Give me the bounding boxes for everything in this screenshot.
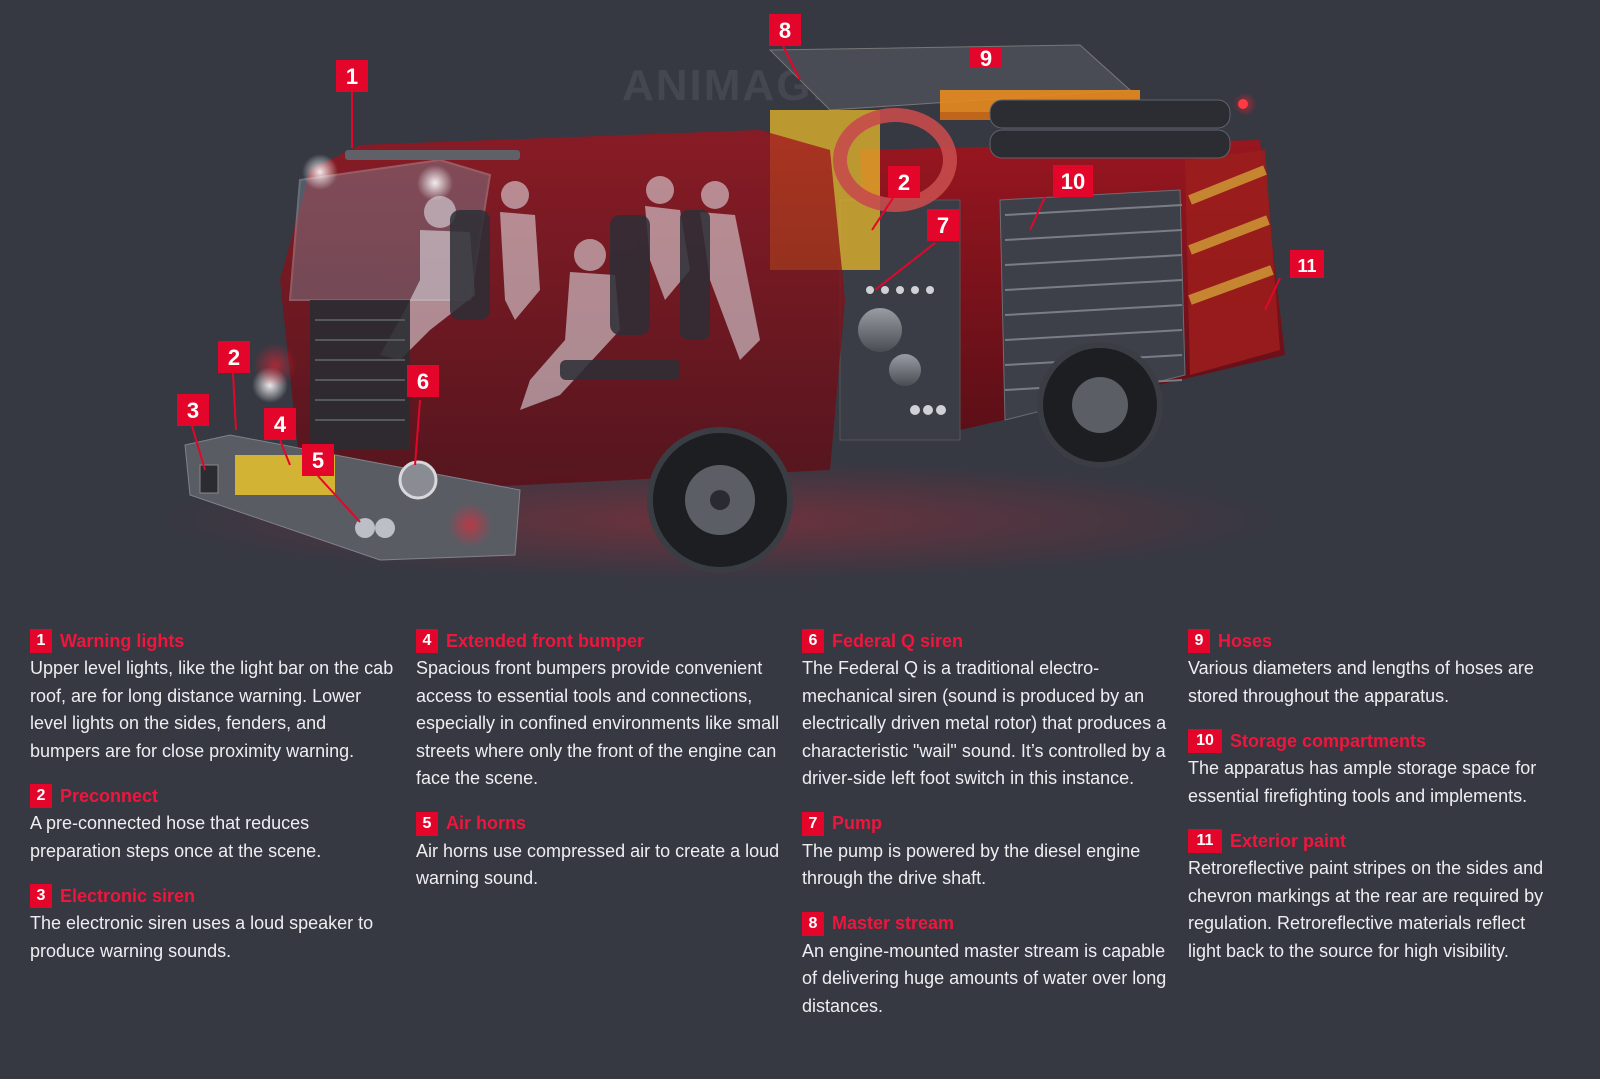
number-badge: 2 — [30, 784, 52, 808]
legend: 1 Warning lights Upper level lights, lik… — [30, 628, 1575, 1038]
seats — [450, 210, 710, 380]
marker-8[interactable]: 8 — [769, 14, 801, 46]
svg-text:2: 2 — [228, 345, 240, 370]
legend-item-text: Upper level lights, like the light bar o… — [30, 658, 394, 761]
svg-text:4: 4 — [274, 412, 287, 437]
svg-text:10: 10 — [1061, 169, 1085, 194]
svg-text:3: 3 — [187, 398, 199, 423]
marker-11[interactable]: 11 — [1290, 250, 1324, 278]
svg-text:1: 1 — [346, 64, 358, 89]
legend-item-title: Extended front bumper — [446, 630, 645, 651]
number-badge: 1 — [30, 629, 52, 653]
rear-body — [860, 140, 1285, 440]
crew-silhouettes — [380, 176, 760, 410]
marker-5[interactable]: 5 — [302, 444, 334, 476]
fire-engine-cutaway: ANIMAGRAFFS — [160, 14, 1324, 580]
marker-10[interactable]: 10 — [1053, 165, 1093, 197]
legend-item-title: Federal Q siren — [832, 630, 964, 651]
marker-4[interactable]: 4 — [264, 408, 296, 440]
legend-item-text: A pre-connected hose that reduces prepar… — [30, 813, 322, 861]
legend-item-federal-q-siren: 6 Federal Q siren The Federal Q is a tra… — [802, 628, 1170, 793]
legend-item-title: Storage compartments — [1230, 730, 1427, 751]
legend-item-text: Various diameters and lengths of hoses a… — [1188, 658, 1534, 706]
callout-markers: 1 2 2 3 4 5 6 7 — [177, 14, 1324, 476]
svg-text:6: 6 — [417, 369, 429, 394]
svg-text:7: 7 — [937, 213, 949, 238]
legend-item-text: Air horns use compressed air to create a… — [416, 840, 780, 889]
legend-column-3: 6 Federal Q siren The Federal Q is a tra… — [802, 628, 1188, 1038]
legend-item-title: Warning lights — [60, 630, 185, 651]
number-badge: 7 — [802, 811, 824, 836]
legend-item-text: Spacious front bumpers provide convenien… — [416, 658, 780, 788]
svg-text:5: 5 — [312, 448, 324, 473]
number-badge: 4 — [416, 629, 438, 653]
number-badge: 9 — [1188, 629, 1210, 653]
legend-item-hoses: 9 Hoses Various diameters and lengths of… — [1188, 628, 1556, 710]
number-badge: 5 — [416, 811, 438, 836]
legend-item-warning-lights: 1 Warning lights Upper level lights, lik… — [30, 628, 398, 765]
marker-2-front[interactable]: 2 — [218, 341, 250, 373]
marker-9[interactable]: 9 — [970, 46, 1002, 71]
legend-item-storage-compartments: 10 Storage compartments The apparatus ha… — [1188, 728, 1556, 810]
legend-item-extended-front-bumper: 4 Extended front bumper Spacious front b… — [416, 628, 784, 793]
legend-item-text: Retroreflective paint stripes on the sid… — [1188, 858, 1544, 961]
marker-7[interactable]: 7 — [927, 209, 959, 241]
legend-column-1: 1 Warning lights Upper level lights, lik… — [30, 628, 416, 1038]
legend-item-title: Preconnect — [60, 785, 159, 806]
number-badge: 8 — [802, 911, 824, 936]
svg-text:2: 2 — [898, 170, 910, 195]
svg-text:11: 11 — [1297, 256, 1316, 276]
legend-item-text: The electronic siren uses a loud speaker… — [30, 913, 374, 961]
legend-item-preconnect: 2 Preconnect A pre-connected hose that r… — [30, 783, 398, 865]
legend-item-title: Electronic siren — [60, 885, 196, 906]
marker-leaders — [191, 45, 1281, 523]
svg-text:9: 9 — [980, 46, 992, 71]
front-bumper — [184, 300, 521, 561]
legend-item-exterior-paint: 11 Exterior paint Retroreflective paint … — [1188, 828, 1556, 965]
legend-item-master-stream: 8 Master stream An engine-mounted master… — [802, 911, 1170, 1021]
legend-item-title: Exterior paint — [1230, 830, 1347, 851]
legend-column-4: 9 Hoses Various diameters and lengths of… — [1188, 628, 1574, 1038]
number-badge: 11 — [1188, 829, 1222, 853]
legend-item-title: Master stream — [832, 913, 955, 933]
legend-item-electronic-siren: 3 Electronic siren The electronic siren … — [30, 883, 398, 965]
legend-item-air-horns: 5 Air horns Air horns use compressed air… — [416, 811, 784, 893]
legend-item-title: Air horns — [446, 813, 527, 833]
wheels — [647, 342, 1163, 573]
legend-column-2: 4 Extended front bumper Spacious front b… — [416, 628, 802, 1038]
marker-3[interactable]: 3 — [177, 394, 209, 426]
number-badge: 6 — [802, 629, 824, 653]
legend-item-text: The Federal Q is a traditional electro-m… — [802, 658, 1167, 788]
legend-item-text: The pump is powered by the diesel engine… — [802, 840, 1141, 889]
legend-item-title: Pump — [832, 813, 883, 833]
legend-item-text: An engine-mounted master stream is capab… — [802, 940, 1167, 1016]
number-badge: 10 — [1188, 729, 1222, 753]
fire-engine-illustration: ANIMAGRAFFS — [160, 14, 1324, 580]
marker-2-side[interactable]: 2 — [888, 166, 920, 198]
svg-text:8: 8 — [779, 18, 791, 43]
marker-6[interactable]: 6 — [407, 365, 439, 397]
marker-1[interactable]: 1 — [336, 60, 368, 92]
legend-item-title: Hoses — [1218, 630, 1273, 651]
number-badge: 3 — [30, 884, 52, 908]
legend-item-pump: 7 Pump The pump is powered by the diesel… — [802, 811, 1170, 893]
legend-item-text: The apparatus has ample storage space fo… — [1188, 758, 1537, 806]
hose-bed — [768, 44, 1257, 159]
